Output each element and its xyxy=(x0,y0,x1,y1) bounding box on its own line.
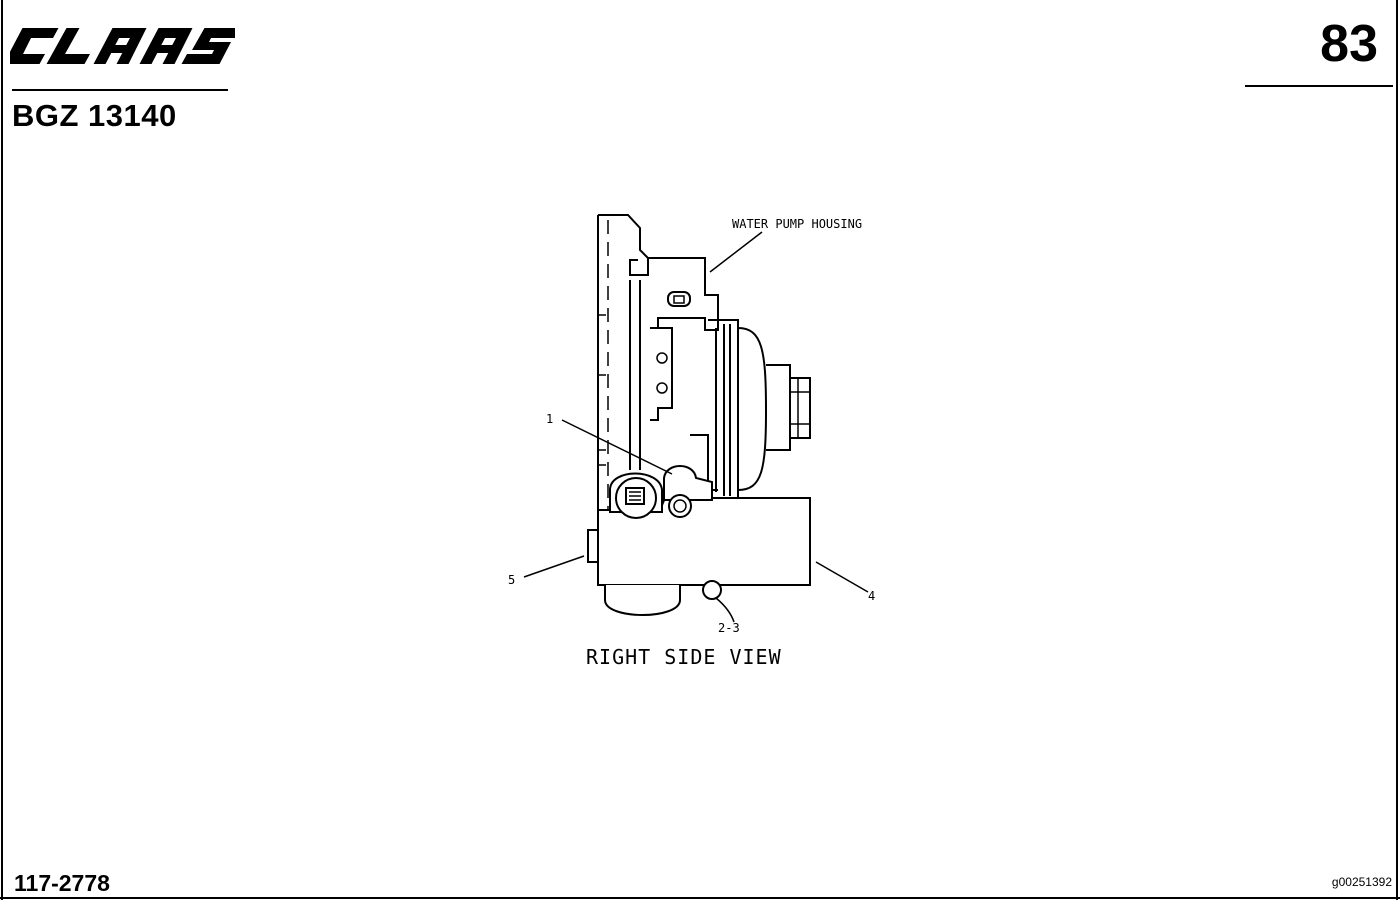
part-number: 117-2778 xyxy=(14,870,110,896)
parts-illustration: WATER PUMP HOUSING 1 5 4 2-3 RIGHT SIDE … xyxy=(480,200,940,680)
bracket-hole-2 xyxy=(656,382,668,394)
logo-letter-l xyxy=(46,28,91,64)
document-code: BGZ 13140 xyxy=(12,98,177,133)
leader-2-3 xyxy=(715,597,735,623)
logo-letter-c xyxy=(10,28,59,64)
bracket-hole-1 xyxy=(656,352,668,364)
pump-lower-edge xyxy=(690,434,709,482)
claas-logo-graphic xyxy=(10,28,235,64)
pump-housing-body xyxy=(648,257,719,331)
housing-plug xyxy=(667,291,691,307)
pulley-nut-detail xyxy=(790,378,810,438)
end-cap-part-5 xyxy=(587,529,599,563)
lower-boss xyxy=(702,580,722,600)
callout-1: 1 xyxy=(546,412,553,426)
clamp-bolt-inner xyxy=(673,499,687,513)
right-side-view-drawing: WATER PUMP HOUSING 1 5 4 2-3 RIGHT SIDE … xyxy=(508,214,875,669)
page-border-left xyxy=(1,0,3,900)
clamp-bolt-head xyxy=(668,494,692,518)
view-caption: RIGHT SIDE VIEW xyxy=(586,645,782,669)
pulley-face xyxy=(737,327,768,491)
callout-5: 5 xyxy=(508,573,515,587)
leader-4 xyxy=(815,561,869,593)
label-water-pump-housing: WATER PUMP HOUSING xyxy=(732,217,862,231)
page-number: 83 xyxy=(1320,15,1378,73)
logo-letter-a2 xyxy=(139,28,193,64)
logo-letter-a1 xyxy=(93,28,147,64)
image-reference: g00251392 xyxy=(1331,875,1392,889)
leader-5 xyxy=(523,555,585,578)
mounting-bracket xyxy=(650,327,673,421)
page-border-right xyxy=(1396,0,1398,900)
logo-letter-s xyxy=(181,28,235,64)
page-border-bottom xyxy=(0,897,1400,899)
pulley-grooves xyxy=(715,324,731,496)
header-rule-right xyxy=(1245,85,1393,87)
pulley-hub xyxy=(766,364,791,451)
leader-1 xyxy=(561,419,673,475)
callout-2-3: 2-3 xyxy=(718,621,740,635)
housing-top-outline xyxy=(598,214,649,276)
pulley-nut xyxy=(789,377,811,439)
lower-outlet xyxy=(604,585,681,616)
header-rule-left xyxy=(12,89,228,91)
leader-water-pump xyxy=(709,231,763,273)
housing-plug-square xyxy=(673,295,685,304)
boss-plug-lines xyxy=(629,491,641,501)
side-ticks xyxy=(598,314,606,466)
claas-logo xyxy=(10,22,235,70)
callout-4: 4 xyxy=(868,589,875,603)
clamp-bracket xyxy=(663,465,713,501)
